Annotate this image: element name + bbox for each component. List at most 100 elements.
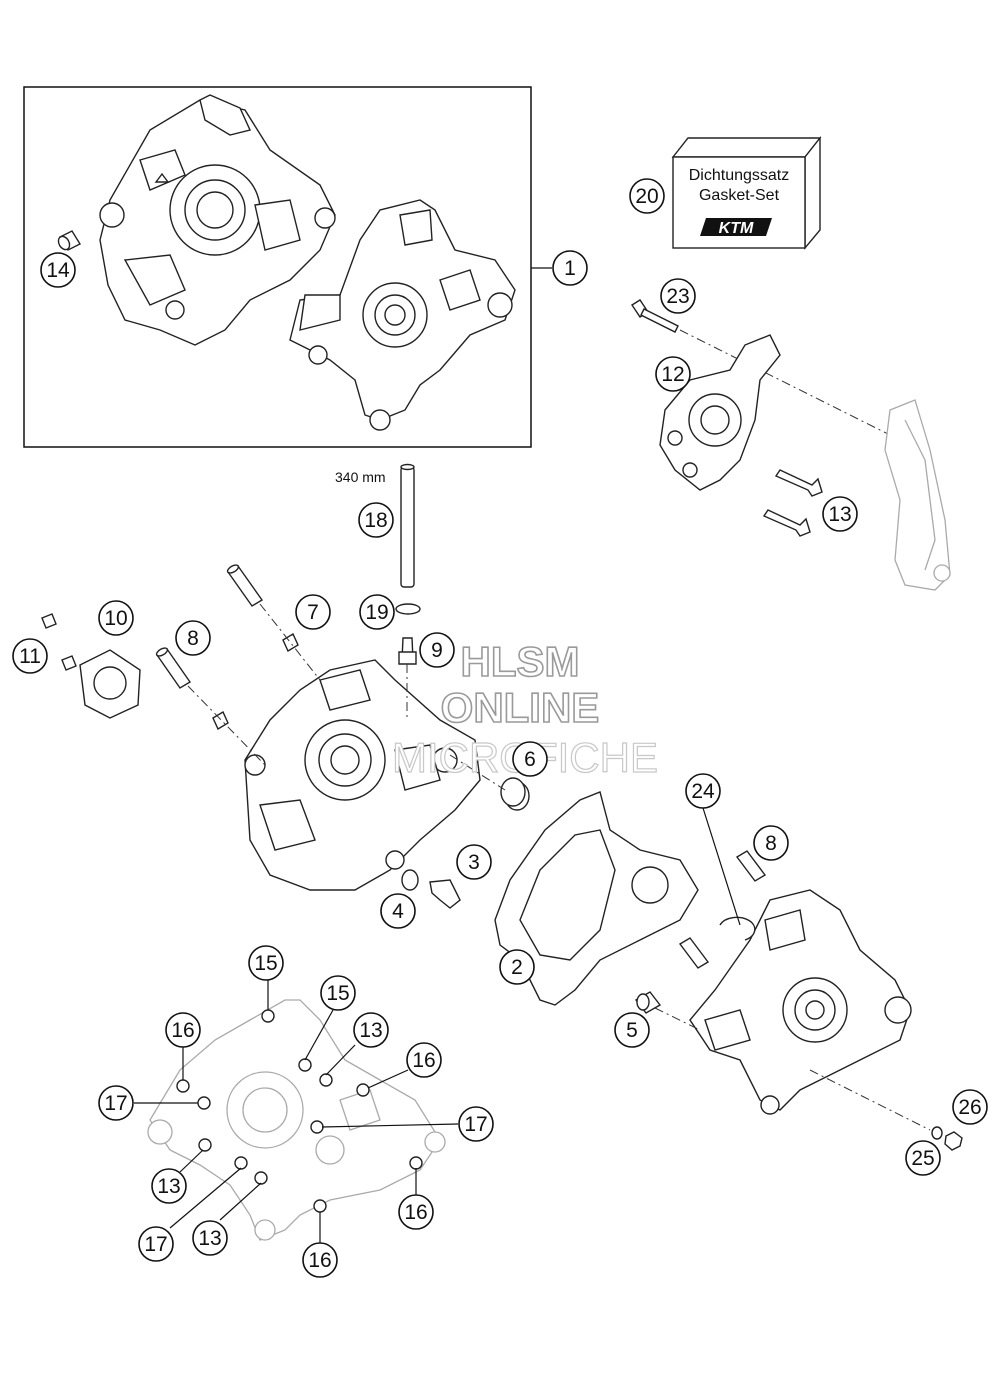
- seal-ring-6-illustration: [500, 777, 530, 811]
- callout-circle: [151, 1168, 187, 1204]
- callout-label: 25: [911, 1147, 934, 1170]
- callout-c20: 20: [629, 178, 665, 214]
- callout-circle: [98, 1085, 134, 1121]
- callout-label: 13: [359, 1019, 382, 1042]
- callout-c15b: 15: [320, 975, 356, 1011]
- callout-circle: [552, 250, 588, 286]
- screw-11-illustration: [41, 613, 77, 671]
- callout-circle: [295, 594, 331, 630]
- right-crankcase-lower-illustration: [689, 889, 912, 1115]
- callout-label: 7: [307, 601, 319, 624]
- callout-label: 20: [635, 185, 658, 208]
- plug-3-illustration: [429, 879, 461, 909]
- watermark: HLSM ONLINE MICROFICHE: [391, 637, 658, 781]
- callout-circle: [905, 1140, 941, 1176]
- hose-18-illustration: [400, 463, 415, 588]
- callout-c8a: 8: [175, 620, 211, 656]
- callout-c8b: 8: [753, 825, 789, 861]
- ignition-cover-illustration: [147, 999, 446, 1241]
- callout-circle: [753, 825, 789, 861]
- hose-clamp-19-illustration: [395, 603, 421, 615]
- callout-circle: [302, 1242, 338, 1278]
- callout-circle: [660, 278, 696, 314]
- bolt-13-upper-illustration: [762, 469, 823, 537]
- callout-circle: [655, 356, 691, 392]
- callout-c10: 10: [98, 600, 134, 636]
- gasket-set-box: Dichtungssatz Gasket-Set KTM: [671, 135, 822, 250]
- callout-c13b: 13: [353, 1012, 389, 1048]
- callout-circle: [138, 1226, 174, 1262]
- callout-label: 13: [828, 503, 851, 526]
- gasket-2-illustration: [494, 791, 699, 1006]
- callout-label: 26: [958, 1096, 981, 1119]
- gasket-box-line1: Dichtungssatz: [689, 167, 790, 184]
- callout-c15a: 15: [248, 945, 284, 981]
- callout-c23: 23: [660, 278, 696, 314]
- callout-circle: [358, 502, 394, 538]
- callout-label: 5: [626, 1019, 638, 1042]
- cover-12-illustration: [659, 334, 781, 491]
- callout-c17b: 17: [458, 1106, 494, 1142]
- callout-label: 3: [468, 851, 480, 874]
- callout-circle: [512, 741, 548, 777]
- callout-c6: 6: [512, 741, 548, 777]
- callout-c25: 25: [905, 1140, 941, 1176]
- callout-c7: 7: [295, 594, 331, 630]
- callout-c12: 12: [655, 356, 691, 392]
- callout-c17c: 17: [138, 1226, 174, 1262]
- callout-c13d: 13: [192, 1220, 228, 1256]
- dowel-8-right-illustration: [678, 850, 767, 969]
- callout-c16d: 16: [302, 1242, 338, 1278]
- callout-c16b: 16: [406, 1042, 442, 1078]
- crankcase-exploded-illustration: [244, 659, 481, 891]
- callout-label: 19: [365, 601, 388, 624]
- callout-label: 24: [691, 780, 715, 803]
- callout-circle: [359, 594, 395, 630]
- callout-label: 13: [198, 1227, 221, 1250]
- callout-c18: 18: [358, 502, 394, 538]
- callout-c16c: 16: [398, 1194, 434, 1230]
- callout-circle: [822, 496, 858, 532]
- callout-c9: 9: [419, 632, 455, 668]
- callout-circle: [499, 949, 535, 985]
- callout-c11: 11: [12, 638, 48, 674]
- callout-circle: [320, 975, 356, 1011]
- callout-circle: [685, 773, 721, 809]
- callout-label: 16: [412, 1049, 435, 1072]
- callout-c16a: 16: [165, 1012, 201, 1048]
- dowel-8-left-illustration: [155, 647, 229, 731]
- callout-circle: [380, 893, 416, 929]
- callout-circle: [192, 1220, 228, 1256]
- callout-label: 10: [104, 607, 127, 630]
- callout-label: 8: [765, 832, 777, 855]
- callout-label: 17: [144, 1233, 167, 1256]
- callout-circle: [614, 1012, 650, 1048]
- watermark-line3: MICROFICHE: [392, 734, 658, 781]
- callout-label: 1: [564, 257, 576, 280]
- circlip-24-illustration: [719, 916, 756, 941]
- callout-label: 9: [431, 639, 443, 662]
- callout-circle: [456, 844, 492, 880]
- svg-text:KTM: KTM: [719, 220, 754, 237]
- callout-label: 11: [19, 645, 41, 668]
- callout-c24: 24: [685, 773, 721, 809]
- callout-c2: 2: [499, 949, 535, 985]
- callout-circle: [629, 178, 665, 214]
- callout-markers: 1234567889101112131313131415151616161617…: [12, 178, 988, 1278]
- callout-label: 17: [104, 1092, 127, 1115]
- callout-c13a: 13: [822, 496, 858, 532]
- callout-label: 4: [392, 900, 404, 923]
- callout-circle: [98, 600, 134, 636]
- callout-label: 18: [364, 509, 387, 532]
- callout-circle: [406, 1042, 442, 1078]
- callout-label: 15: [254, 952, 277, 975]
- leader-lines: [134, 267, 741, 1243]
- ktm-logo: KTM: [700, 218, 772, 237]
- callout-circle: [458, 1106, 494, 1142]
- callout-label: 15: [326, 982, 349, 1005]
- callout-label: 6: [524, 748, 536, 771]
- callout-circle: [419, 632, 455, 668]
- tube-length-label: 340 mm: [335, 469, 386, 485]
- watermark-line1: HLSM: [461, 638, 580, 685]
